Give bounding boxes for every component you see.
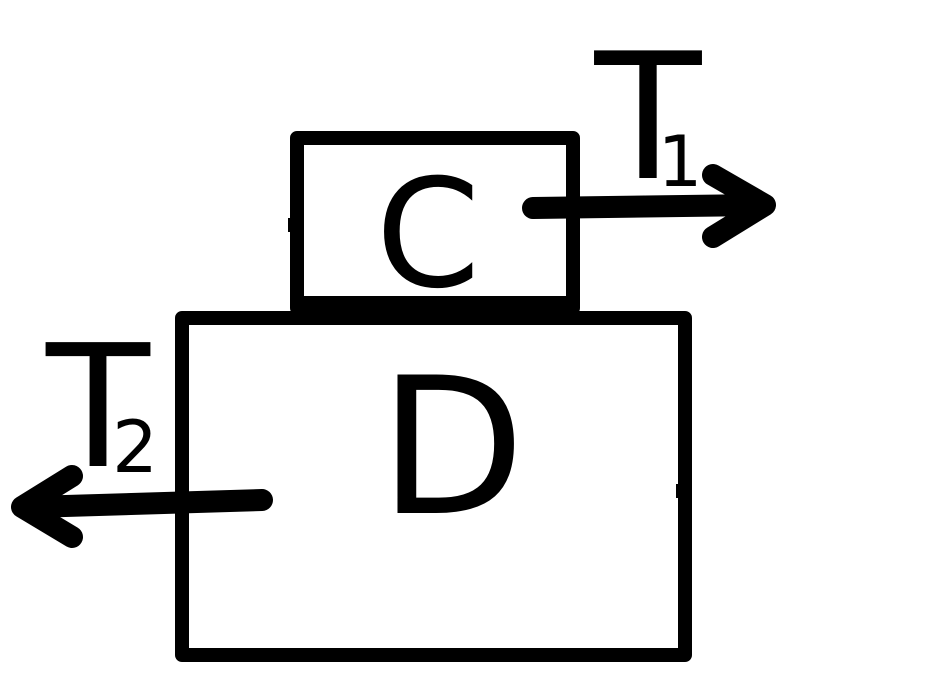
force-t1-head [702,164,776,248]
force-t1-subscript: 1 [658,121,703,203]
block-d: D [175,311,692,662]
block-c: C [290,131,580,322]
force-t1-label: T 1 [594,17,703,220]
force-t1-symbol: T [594,17,703,220]
force-t2-shaft [21,489,273,518]
block-d-label: D [379,337,525,558]
force-t2-arrow [11,465,273,548]
block-c-label: C [376,148,481,322]
block-c-edge-tick [288,218,298,232]
force-t1-shaft [522,194,771,219]
block-d-edge-tick [676,484,690,498]
force-t2-subscript: 2 [112,405,158,489]
force-t2-head [11,465,83,548]
force-t2-symbol: T [45,309,151,507]
force-t2-label: T 2 [45,309,158,507]
force-t1-arrow [522,164,776,248]
